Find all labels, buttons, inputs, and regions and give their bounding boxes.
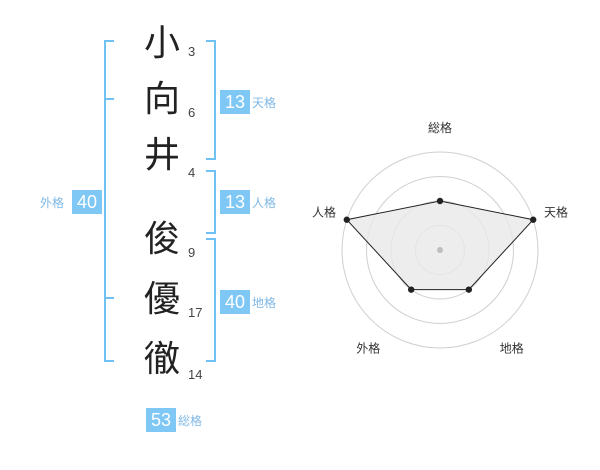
stroke-count-4: 9 [188,245,196,260]
radar-grid-ring [366,176,514,324]
jinkaku-bracket [206,170,216,234]
radar-series-area [345,200,535,291]
stroke-count-2: 6 [188,105,196,120]
gaikaku-label: 外格 [40,196,65,210]
name-char-1: 小 [143,23,180,64]
chikaku-score-badge: 40 [220,290,250,314]
stroke-count-6: 14 [188,367,203,382]
gaikaku-score-badge: 40 [72,190,102,214]
stroke-count-3: 4 [188,165,196,180]
radar-grid-ring [341,151,539,349]
jinkaku-score-badge: 13 [220,190,250,214]
tenkaku-bracket [206,40,216,160]
bracket-tick [104,297,114,299]
radar-point-1 [530,216,537,223]
radar-point-4 [343,216,350,223]
bracket-tick [104,98,114,100]
name-char-6: 徹 [143,339,180,380]
stroke-count-5: 17 [188,305,203,320]
radar-axis-label-1: 天格 [544,204,568,219]
name-char-2: 向 [143,79,180,120]
radar-axis-label-3: 外格 [356,341,380,356]
radar-center-dot [437,247,443,253]
radar-point-3 [407,286,415,293]
gaikaku-bracket [104,40,114,362]
radar-axis-label-2: 地格 [500,341,524,356]
soukaku-label: 総格 [178,414,203,428]
name-char-5: 優 [143,279,180,320]
radar-point-0 [436,197,444,205]
chikaku-label: 地格 [252,296,277,310]
name-char-3: 井 [143,135,180,176]
radar-point-2 [465,286,473,293]
radar-axis-label-0: 総格 [428,120,452,135]
tenkaku-score-badge: 13 [220,90,250,114]
jinkaku-label: 人格 [252,196,277,210]
name-char-4: 俊 [143,219,180,260]
chikaku-bracket [206,238,216,362]
stroke-count-1: 3 [188,44,196,59]
soukaku-score-badge: 53 [146,408,176,432]
radar-axis-label-4: 人格 [312,204,336,219]
tenkaku-label: 天格 [252,96,277,110]
